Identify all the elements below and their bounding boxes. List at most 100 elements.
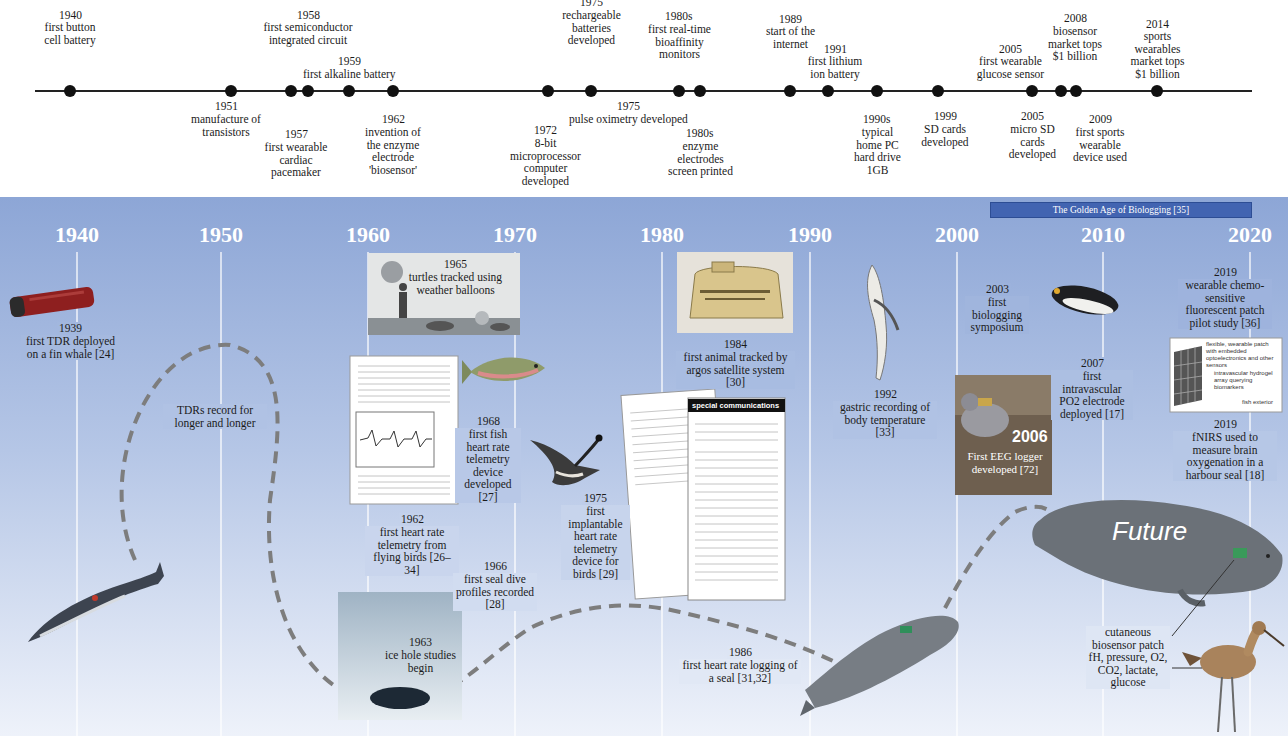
timeline-axis: [673, 85, 685, 97]
journal-papers: [695, 564, 778, 565]
event-text: sports wearables market tops $1 billion: [1125, 30, 1190, 80]
event-year: 1940: [59, 9, 82, 22]
argos-tag-photo: [677, 252, 793, 333]
tdr-curve: [122, 345, 835, 706]
goose: [596, 435, 603, 442]
event-text: manufacture of transistors: [191, 113, 261, 138]
event-text: first button cell battery: [36, 21, 104, 46]
event-year: 1939: [57, 322, 84, 335]
event-text: wearable chemo-sensitive fluorescent pat…: [1178, 279, 1272, 329]
journal-papers: [695, 424, 778, 425]
event-year: 1963: [409, 636, 432, 649]
timeline-axis: [225, 85, 237, 97]
paper-figure: [350, 356, 458, 504]
goose: [530, 435, 603, 486]
paper-figure: [350, 356, 458, 504]
trout: [534, 364, 538, 368]
albatross: [868, 265, 898, 380]
event-year: 1980s: [665, 10, 692, 23]
weather-balloon-photo: [368, 318, 520, 335]
fin-whale: [92, 595, 98, 601]
event-text: first seal dive profiles recorded [28]: [453, 573, 537, 611]
event-year: 2007: [1079, 357, 1106, 370]
event-year: 1965: [444, 258, 467, 271]
event-year: 1984: [722, 338, 749, 351]
seal: [805, 616, 959, 708]
event-year: 1951: [215, 100, 238, 113]
patch-figure: [1174, 376, 1202, 380]
argos-tag-photo: [690, 267, 783, 319]
event-year: 1972: [534, 124, 557, 137]
journal-papers: [695, 524, 778, 525]
journal-papers: [695, 484, 778, 485]
event-year: 1975: [582, 492, 609, 505]
timeline-axis: [64, 85, 76, 97]
paper-figure: [358, 384, 450, 385]
penguin: [1054, 288, 1060, 294]
fin-whale: [40, 596, 125, 636]
journal-papers: [695, 500, 778, 501]
event-text: first biologging symposium: [965, 296, 1029, 334]
timeline-axis: [302, 85, 314, 97]
seal: [800, 616, 959, 716]
event-text: first sports wearable device used: [1065, 126, 1135, 164]
journal-papers: [695, 460, 778, 461]
fin-whale: [28, 562, 164, 642]
event-year: 1959: [338, 55, 361, 68]
paper-figure: [358, 372, 450, 373]
journal-papers: [695, 516, 778, 517]
event-text: first real-time bioaffinity monitors: [642, 23, 717, 61]
journal-papers: [695, 468, 778, 469]
event-year: 2005: [999, 43, 1022, 56]
paper-figure: [358, 378, 450, 379]
weather-balloon-photo: [426, 321, 454, 331]
event-year: 2019: [1212, 266, 1239, 279]
axis-year: 1970: [493, 222, 537, 248]
event-text: first semiconductor integrated circuit: [248, 21, 368, 46]
event-year: 1990s: [863, 113, 890, 126]
albatross: [868, 265, 887, 380]
goose: [530, 440, 600, 485]
weather-balloon-photo: [368, 253, 520, 335]
patch-figure: [1174, 347, 1202, 404]
paper-figure: [358, 402, 450, 403]
journal-papers: [695, 432, 778, 433]
timeline-axis: [1070, 85, 1082, 97]
journal-papers: [695, 476, 778, 477]
event-text: micro SD cards developed: [1005, 123, 1060, 161]
leader-line: [1172, 560, 1234, 668]
event-text: start of the internet: [758, 25, 823, 50]
axis-year: 1940: [55, 222, 99, 248]
timeline-axis: [35, 90, 1252, 92]
event-text: enzyme electrodes screen printed: [668, 140, 733, 178]
axis-year: 1980: [640, 222, 684, 248]
godwit: [1264, 630, 1284, 646]
event-year: 2008: [1064, 12, 1087, 25]
godwit: [1182, 621, 1284, 732]
event-year: 2005: [1021, 110, 1044, 123]
paper-heading: special communications: [692, 401, 779, 410]
event-year: 1989: [779, 13, 802, 26]
event-year: 1957: [285, 128, 308, 141]
weather-balloon-photo: [475, 311, 489, 325]
event-year: 2006: [1012, 428, 1048, 446]
timeline-axis: [871, 85, 883, 97]
eeg-pigeon-photo: [955, 375, 1052, 495]
timeline-axis: [542, 85, 554, 97]
timeline-axis: [1055, 85, 1067, 97]
weather-balloon-photo: [381, 261, 403, 283]
timeline-axis: [285, 85, 297, 97]
axis-year: 2010: [1081, 222, 1125, 248]
paper-figure: [358, 488, 450, 489]
patch-figure: [1174, 362, 1202, 366]
event-text: SD cards developed: [915, 123, 975, 148]
paper-figure: [358, 476, 450, 477]
future-seal: [1032, 500, 1282, 603]
journal-papers: [695, 540, 778, 541]
patch-figure: [1170, 338, 1282, 412]
timeline-axis: [822, 85, 834, 97]
event-year: 1980s: [686, 127, 713, 140]
event-text: rechargeable batteries developed: [554, 9, 629, 47]
patch-figure: [1170, 338, 1282, 412]
future-seal: [1180, 590, 1205, 603]
